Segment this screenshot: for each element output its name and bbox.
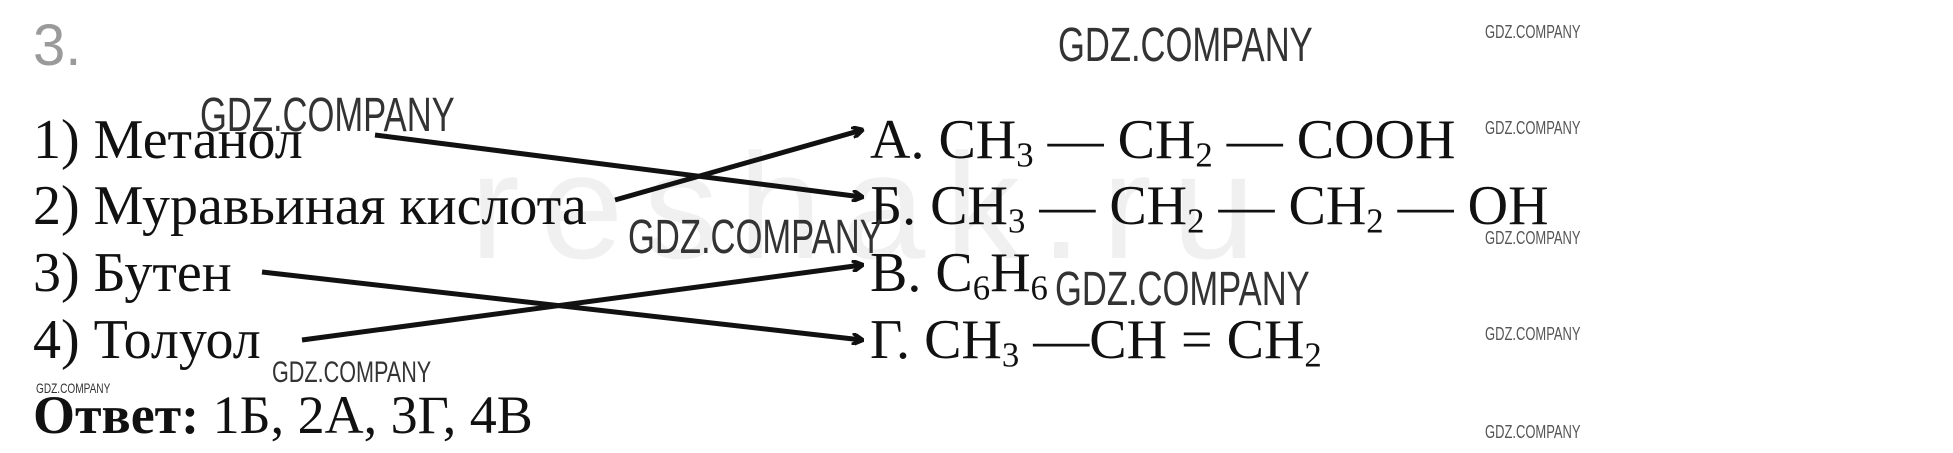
watermark: GDZ.COMPANY [1485, 422, 1581, 442]
right-item-a-letter: А. [870, 109, 925, 171]
right-item-a: А. CH3 — CH2 — COOH [870, 109, 1456, 175]
answer-text: 1Б, 2А, 3Г, 4В [199, 385, 533, 445]
right-item-d: Г. CH3 —CH = CH2 [870, 309, 1322, 375]
left-item-2: 2) Муравьиная кислота [33, 175, 587, 237]
task-number: 3. [33, 13, 82, 78]
watermark: GDZ.COMPANY [1055, 263, 1310, 316]
right-item-a-formula: CH3 — CH2 — COOH [938, 109, 1456, 175]
watermark: GDZ.COMPANY [1485, 324, 1581, 344]
right-item-c-formula: C6H6 [935, 242, 1048, 308]
right-item-b-formula: CH3 — CH2 — CH2 — OH [930, 175, 1549, 241]
left-item-3: 3) Бутен [33, 242, 232, 304]
right-item-b: Б. CH3 — CH2 — CH2 — OH [870, 175, 1549, 241]
watermark: GDZ.COMPANY [272, 356, 432, 389]
watermark: GDZ.COMPANY [628, 211, 883, 264]
watermark: GDZ.COMPANY [1058, 19, 1313, 72]
right-item-c: В. C6H6 [870, 242, 1048, 308]
left-item-4: 4) Толуол [33, 309, 261, 371]
answer-label: Ответ: [33, 385, 200, 445]
watermark: GDZ.COMPANY [1485, 22, 1581, 42]
arrow-1-to-b [374, 132, 862, 197]
right-item-b-letter: Б. [870, 175, 917, 237]
arrow-2-to-a [614, 130, 862, 203]
watermark: GDZ.COMPANY [36, 380, 111, 396]
right-item-c-letter: В. [870, 242, 922, 304]
watermark: GDZ.COMPANY [1485, 118, 1581, 138]
watermark: GDZ.COMPANY [200, 89, 455, 142]
arrow-4-to-c [301, 265, 862, 343]
answer-line: Ответ: 1Б, 2А, 3Г, 4В [33, 388, 533, 442]
left-item-1: 1) Метанол [33, 109, 303, 171]
right-item-d-formula: CH3 —CH = CH2 [924, 309, 1322, 375]
right-item-d-letter: Г. [870, 309, 911, 371]
watermark: GDZ.COMPANY [1485, 228, 1581, 248]
